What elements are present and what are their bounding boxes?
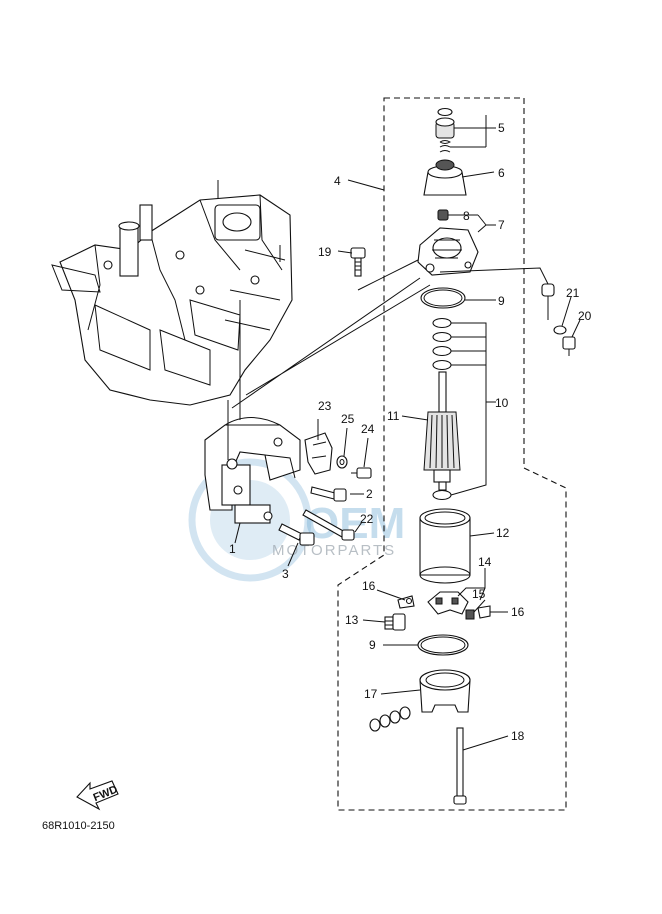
clip-23 bbox=[304, 432, 333, 475]
callout-10: 10 bbox=[495, 396, 509, 410]
engine-block bbox=[51, 180, 293, 406]
terminal-lead bbox=[541, 283, 555, 320]
bolt-24 bbox=[351, 467, 372, 479]
brush-16-right bbox=[477, 605, 491, 619]
washer-25 bbox=[336, 455, 348, 469]
bushing-8 bbox=[437, 209, 449, 221]
yoke-12 bbox=[419, 508, 471, 584]
cover-7 bbox=[417, 227, 479, 276]
callout-11: 11 bbox=[387, 409, 400, 423]
callout-1: 1 bbox=[229, 542, 236, 556]
callout-6: 6 bbox=[498, 166, 505, 180]
callout-16-left: 16 bbox=[362, 579, 376, 593]
callout-18: 18 bbox=[511, 729, 525, 743]
callout-labels: 1 2 3 4 5 6 7 8 9 9 10 11 12 13 14 15 16… bbox=[229, 121, 592, 743]
callout-7: 7 bbox=[498, 218, 505, 232]
nut-20 bbox=[562, 336, 576, 356]
callout-13: 13 bbox=[345, 613, 359, 627]
starter-bracket bbox=[204, 417, 301, 524]
brush-15 bbox=[465, 609, 475, 620]
callout-15: 15 bbox=[472, 587, 486, 601]
spacers-17 bbox=[369, 706, 411, 732]
lower-housing-17 bbox=[419, 669, 471, 713]
bolt-19 bbox=[350, 247, 366, 277]
armature-11 bbox=[423, 371, 461, 491]
callout-12: 12 bbox=[496, 526, 510, 540]
callout-3: 3 bbox=[282, 567, 289, 581]
callout-20: 20 bbox=[578, 309, 592, 323]
watermark-subtext: MOTORPARTS bbox=[272, 542, 396, 559]
oring-9-lower bbox=[417, 634, 469, 656]
callout-25: 25 bbox=[341, 412, 355, 426]
clip-5 bbox=[435, 107, 455, 153]
callout-5: 5 bbox=[498, 121, 505, 135]
callout-9-lower: 9 bbox=[369, 638, 376, 652]
bolt-2 bbox=[310, 486, 347, 502]
leader-engine-starter bbox=[227, 277, 431, 460]
callout-23: 23 bbox=[318, 399, 332, 413]
leader-terminal bbox=[439, 267, 549, 285]
brush-16-left bbox=[397, 595, 415, 609]
callout-16-right: 16 bbox=[511, 605, 525, 619]
callout-19: 19 bbox=[318, 245, 332, 259]
pinion-6 bbox=[423, 159, 467, 196]
oring-9-upper bbox=[420, 287, 466, 309]
callout-17: 17 bbox=[364, 687, 378, 701]
callout-9-upper: 9 bbox=[498, 294, 505, 308]
fwd-arrow-icon: FWD bbox=[76, 780, 119, 811]
callout-14: 14 bbox=[478, 555, 492, 569]
callout-21: 21 bbox=[566, 286, 580, 300]
brush-holder-14 bbox=[427, 591, 469, 615]
washer-21 bbox=[553, 325, 567, 335]
callout-2: 2 bbox=[366, 487, 373, 501]
callout-22: 22 bbox=[360, 512, 374, 526]
leader-lines bbox=[234, 115, 581, 751]
bolt-3 bbox=[278, 523, 315, 546]
callout-24: 24 bbox=[361, 422, 375, 436]
screw-13 bbox=[384, 613, 406, 631]
bolt-22 bbox=[302, 509, 355, 541]
through-bolt-18 bbox=[453, 727, 467, 805]
drawing-code: 68R1010-2150 bbox=[42, 820, 115, 832]
callout-4: 4 bbox=[334, 174, 341, 188]
callout-8: 8 bbox=[463, 209, 470, 223]
assembly-boundary bbox=[337, 97, 567, 811]
